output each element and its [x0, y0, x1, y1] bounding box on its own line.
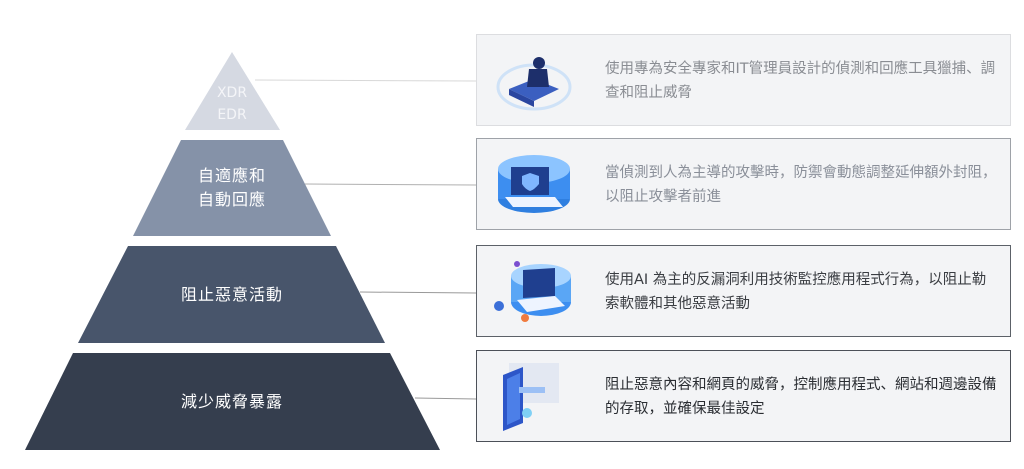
- shield-laptop-icon: [498, 155, 570, 213]
- card-description: 阻止惡意內容和網頁的威脅，控制應用程式、網站和週邊設備的存取，並確保最佳設定: [605, 377, 997, 417]
- tier-label-line: 自動回應: [197, 190, 267, 209]
- tier-label-line: 自適應和: [197, 166, 267, 185]
- pyramid-tier-stop-malicious: [78, 246, 385, 343]
- card-reduce-exposure: 阻止惡意內容和網頁的威脅，控制應用程式、網站和週邊設備的存取，並確保最佳設定: [476, 350, 1011, 442]
- pyramid-tier-adaptive-response: [133, 140, 331, 236]
- connector-line-4: [414, 397, 477, 400]
- tier-label-line: 阻止惡意活動: [180, 285, 284, 304]
- tier-label-3: 阻止惡意活動: [181, 283, 283, 307]
- laptop-virus-icon: [494, 261, 571, 322]
- card-stop-malicious: 使用AI 為主的反漏洞利用技術監控應用程式行為，以阻止勒索軟體和其他惡意活動: [476, 245, 1011, 337]
- pyramid-tier-xdr-edr: [185, 52, 280, 130]
- tier-label-line: 減少威脅暴露: [180, 392, 284, 411]
- tier-label-4: 減少威脅暴露: [181, 390, 283, 414]
- hacker-laptop-icon: [496, 57, 572, 111]
- pyramid-tier-reduce-exposure: [25, 353, 440, 450]
- card-adaptive-response: 當偵測到人為主導的攻擊時，防禦會動態調整延伸額外封阻，以阻止攻擊者前進: [476, 138, 1011, 230]
- card-description: 使用專為安全專家和IT管理員設計的偵測和回應工具獵捕、調查和阻止威脅: [605, 61, 996, 101]
- tier-label-line: EDR: [217, 107, 247, 123]
- tier-label-1: XDR EDR: [217, 82, 247, 126]
- card-xdr-edr: 使用專為安全專家和IT管理員設計的偵測和回應工具獵捕、調查和阻止威脅: [476, 34, 1011, 126]
- card-description: 使用AI 為主的反漏洞利用技術監控應用程式行為，以阻止勒索軟體和其他惡意活動: [605, 272, 987, 312]
- tier-label-2: 自適應和自動回應: [198, 164, 266, 212]
- connector-line-3: [359, 291, 477, 294]
- tier-label-line: XDR: [216, 85, 248, 101]
- connector-line-1: [254, 79, 477, 82]
- connector-line-2: [304, 183, 477, 186]
- mobile-security-icon: [503, 363, 559, 431]
- card-description: 當偵測到人為主導的攻擊時，防禦會動態調整延伸額外封阻，以阻止攻擊者前進: [605, 165, 997, 205]
